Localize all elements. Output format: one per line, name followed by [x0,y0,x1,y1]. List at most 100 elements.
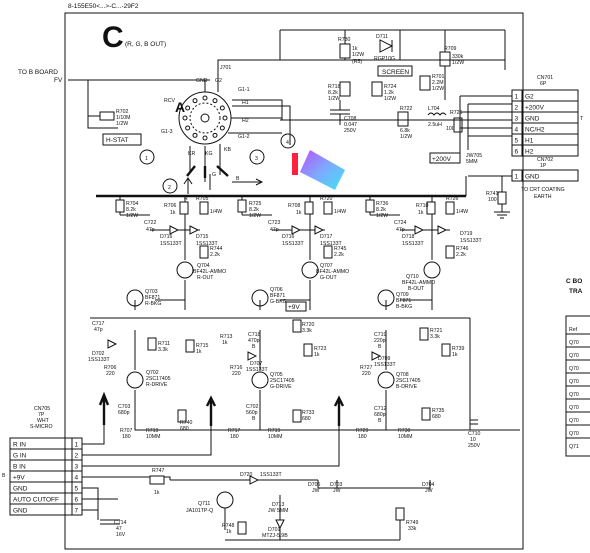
r701-rating: 1/2W [432,86,444,92]
svg-text:Ref: Ref [569,327,578,333]
c718-type: B [252,344,256,350]
r718-val: 8.2k [328,90,338,96]
svg-text:1P: 1P [540,163,547,169]
callout-3: 3 [249,149,265,165]
r748-val: 1k [226,529,232,535]
r710-val: 1k [418,210,424,216]
r730-top-ref: R730 [338,37,351,43]
connector-pin-number: 4 [75,475,79,482]
callout-2: 2 [162,178,178,194]
q711-ref: Q711 [198,501,210,507]
to-crt-line1: TO CRT COATING [521,187,565,193]
connector-pin-number: 7 [75,508,79,515]
d718-val: 1SS133T [402,241,424,247]
screen-label: SCREEN [382,69,409,76]
crt-socket: GND G2 G1-1 H1 RCV H2 G1-3 G1-2 KR KG KB… [161,78,250,157]
r746-val: 2.2k [456,252,466,258]
q706-part: BF871 [270,293,285,299]
transistor-row: Q70 [569,353,579,359]
r725-val: 8.2k [249,207,259,213]
q709-ref: Q709 [396,292,409,298]
c722-ref: C722 [144,220,157,226]
connector-pin-name: GND [525,116,540,123]
right-cut-tra: TRA [569,288,583,295]
c710-rating: 250V [468,443,481,449]
r747-val: 1k [154,490,160,496]
q705-part: 2SC17405 [270,378,295,384]
socket-g1-3: G1-3 [161,129,173,135]
r736-rating: 1/2W [376,213,388,219]
r722-rating: 1/2W [400,134,412,140]
r733-val: 680 [302,416,311,422]
r709-top-rating: 1/2W [452,60,464,66]
svg-text:6P: 6P [540,81,547,87]
d709-val: 1SS133T [374,362,396,368]
svg-text:7P: 7P [38,412,45,418]
d701-val: MTZJ-5.9B [262,533,288,539]
transistor-row: Q70 [569,366,579,372]
svg-text:3: 3 [255,156,258,162]
r717-val: 180 [230,434,239,440]
connector-pin-number: 1 [515,94,519,101]
socket-letter-a: A [175,99,185,115]
r718-ref: R718 [328,84,341,90]
d717-val: 1SS133T [320,241,342,247]
q703-ref: Q703 [145,289,158,295]
r724-rating: 1/2W [384,96,396,102]
c718-val: 470p [248,338,260,344]
r730-top-rating: 1/2W [352,52,364,58]
socket-rcv: RCV [164,98,175,104]
r736-val: 8.2k [376,207,386,213]
r706-top-val: 1k [170,210,176,216]
h-stat-box [102,133,142,146]
connector-pin-number: 5 [75,486,79,493]
connector-pin-name: NC/H2 [525,127,545,134]
svg-text:B: B [236,176,240,182]
r724-val: 1.2k [384,90,394,96]
q704-part: BF42L-AMMO [193,269,226,275]
d715-val: 1SS133T [196,241,218,247]
l704-val: 2.5uH [428,122,442,128]
d720-val: 1SS133T [260,472,282,478]
q708-part: 2SC17405 [396,378,421,384]
q707-ref: Q707 [320,263,333,269]
d716-g-val: 1SS133T [282,241,304,247]
rgb-signal-arrows: R G B [183,172,264,202]
r744-val: 2.2k [210,252,220,258]
c702-ref: C702 [246,404,259,410]
r726-top-ref: R726 [450,110,463,116]
d701-ref: D701 [268,527,281,533]
c717-ref: C717 [92,321,105,327]
d715-ref: D715 [196,234,209,240]
r749-ref: R749 [406,520,419,526]
svg-text:R: R [184,196,188,202]
r711-ref: R711 [158,341,170,347]
c718-ref: C718 [248,332,261,338]
d718-ref: D718 [402,234,415,240]
r704-val: 8.2k [126,207,136,213]
r722-ref: R722 [400,106,413,112]
socket-h1: H1 [242,100,249,106]
d705-val: JW [312,488,320,494]
transistor-row: Q71 [569,444,579,450]
c714-ref: C714 [114,520,127,526]
r719-r-ref: R719 [146,428,159,434]
socket-g1-1: G1-1 [238,87,250,93]
q702-fn: R-DRIVE [146,382,168,388]
c714-val: 47 [116,526,122,532]
r749-val: 33k [408,526,417,532]
connector-pin-name: G IN [13,453,27,460]
transistor-row: Q70 [569,405,579,411]
connector-pin-number: 6 [515,149,519,156]
connector-row: 2+200V [511,100,579,113]
c712-type: B [378,418,382,424]
r727-ref: R727 [360,365,373,371]
connector-pin-name: B IN [13,464,26,471]
red-channel: R704 8.2k 1/2W R706 1k R705 1/4W C722 47… [88,196,520,440]
r721-val: 3.3k [430,334,440,340]
r724-ref: R724 [384,84,397,90]
r735-val: 680 [432,414,441,420]
q703-part: BF871 [145,295,160,301]
d709-ref: D709 [378,356,391,362]
